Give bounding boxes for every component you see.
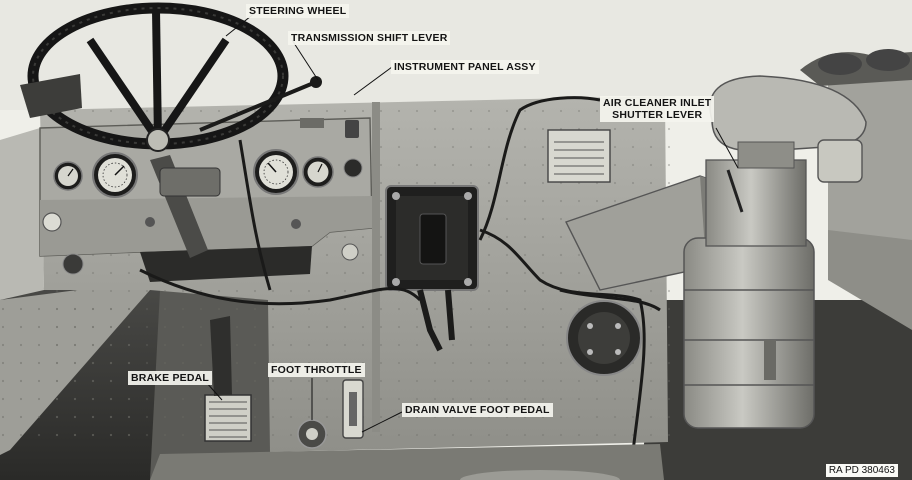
- brake-pedal-pad: [204, 394, 252, 442]
- data-plate: [547, 129, 611, 183]
- callout-drain-valve-foot-pedal: DRAIN VALVE FOOT PEDAL: [402, 403, 553, 417]
- air-cleaner-assembly: [565, 75, 867, 429]
- leader-lines: [205, 11, 739, 433]
- relay-box: [372, 102, 479, 432]
- leader-brake-pedal: [205, 381, 223, 401]
- callout-foot-throttle: FOOT THROTTLE: [268, 363, 365, 377]
- shift-lever-rod: [199, 80, 317, 132]
- leader-air-cleaner: [715, 127, 739, 169]
- callout-air-cleaner-line2: SHUTTER LEVER: [612, 109, 703, 121]
- reference-code: RA PD 380463: [825, 464, 898, 477]
- gauge-cluster: [42, 118, 363, 275]
- leader-instrument-panel: [353, 66, 393, 96]
- shutter-lever: [726, 169, 744, 213]
- callout-steering-wheel: STEERING WHEEL: [246, 4, 350, 18]
- access-port: [566, 300, 642, 376]
- wiring-harness: [139, 96, 661, 461]
- callout-instrument-panel-assy: INSTRUMENT PANEL ASSY: [391, 60, 539, 74]
- callout-transmission-shift-lever: TRANSMISSION SHIFT LEVER: [288, 31, 451, 45]
- callout-air-cleaner-inlet-shutter-lever: AIR CLEANER INLET SHUTTER LEVER: [600, 96, 715, 122]
- callout-air-cleaner-line1: AIR CLEANER INLET: [603, 97, 712, 109]
- callout-brake-pedal: BRAKE PEDAL: [128, 371, 213, 385]
- leader-transmission-shift-lever: [291, 39, 319, 81]
- steering-assembly: [20, 2, 322, 258]
- leader-drain-valve: [361, 411, 403, 433]
- air-cleaner-cap: [709, 75, 867, 151]
